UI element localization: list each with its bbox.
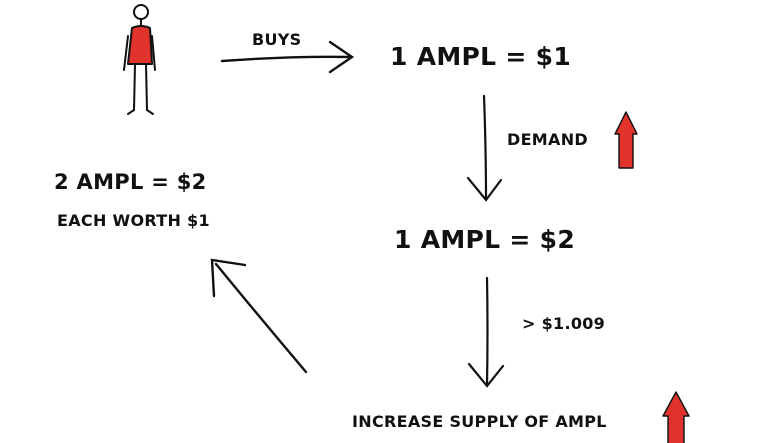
demand-label: DEMAND (507, 130, 588, 149)
result-each-label: EACH WORTH $1 (57, 211, 210, 230)
price-two-label: 1 AMPL = $2 (394, 225, 576, 254)
threshold-label: > $1.009 (522, 314, 606, 333)
price-one-label: 1 AMPL = $1 (390, 42, 572, 71)
increase-supply-label: INCREASE SUPPLY OF AMPL (352, 412, 607, 431)
demand-arrow (466, 94, 503, 202)
buys-label: BUYS (252, 30, 302, 49)
result-holding-label: 2 AMPL = $2 (54, 170, 207, 194)
red-up-arrow-icon (662, 391, 690, 443)
buys-arrow (220, 40, 355, 74)
supply-arrow (467, 276, 505, 388)
return-arrow (210, 258, 308, 374)
red-up-arrow-icon (614, 111, 638, 169)
person-figure-icon (123, 4, 156, 115)
